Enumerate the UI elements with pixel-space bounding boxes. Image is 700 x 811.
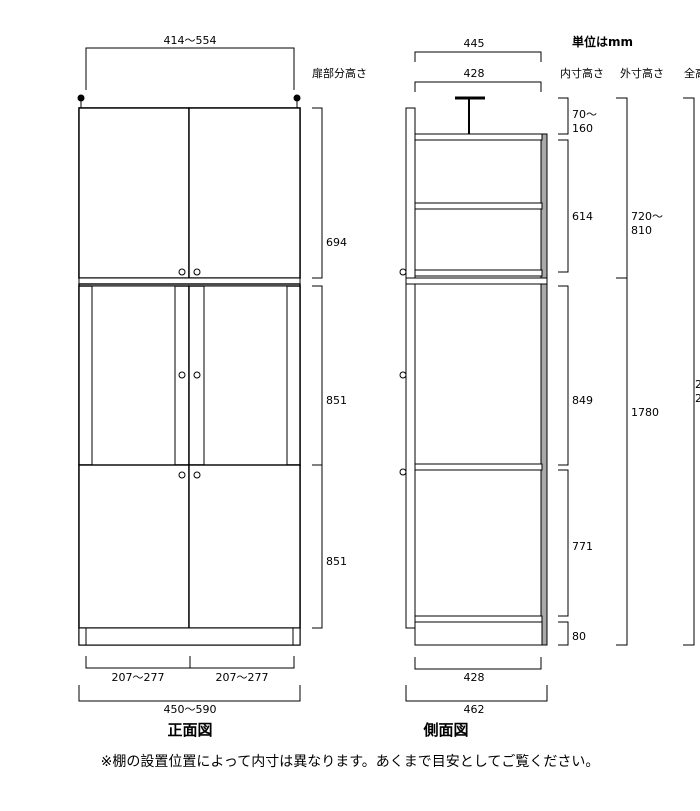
inner-depth-top: 428 (464, 67, 485, 80)
inner-depth-bottom: 428 (464, 671, 485, 684)
upper-door-right (188, 107, 301, 279)
door-width-dimension-line (85, 656, 295, 669)
front-view-caption: 正面図 (167, 721, 212, 739)
lower-shelf (414, 463, 543, 471)
bottom-knob-side (399, 468, 407, 476)
total-width-dimension-line (78, 685, 301, 702)
middle-top-board-side (405, 277, 548, 285)
outer-depth-bottom-dimension-line (405, 685, 548, 702)
bottom-knob-left (178, 471, 186, 479)
outer-depth-bottom: 462 (464, 703, 485, 716)
inner-height-bracket-3 (558, 285, 569, 466)
inner-height-2: 614 (572, 210, 593, 223)
total-height-line-1: 2 (695, 378, 700, 391)
upper-door-height-bracket (312, 107, 323, 279)
upper-knob-left (178, 268, 186, 276)
middle-door-height: 851 (326, 394, 347, 407)
outer-height-bracket-1 (616, 97, 628, 279)
inner-height-bracket-4 (558, 469, 569, 617)
upper-knob-right (193, 268, 201, 276)
inner-height-3: 849 (572, 394, 593, 407)
middle-knob-left (178, 371, 186, 379)
middle-door-right-panel (203, 285, 288, 466)
upper-shelf (414, 202, 543, 210)
upper-top-board (414, 133, 543, 141)
disclaimer-note: ※棚の設置位置によって内寸は異なります。あくまで目安としてご覧ください。 (101, 753, 600, 770)
upper-bottom-board (414, 269, 543, 277)
side-view-caption: 側面図 (422, 721, 468, 739)
door-height-header: 扉部分高さ (312, 66, 367, 80)
outer-height-1-line-2: 810 (631, 224, 652, 237)
outer-height-1: 720～ 810 (631, 210, 667, 237)
outer-depth-top: 445 (464, 37, 485, 50)
bottom-knob-right (193, 471, 201, 479)
upper-door-height: 694 (326, 236, 347, 249)
inner-depth-top-dimension-line (414, 81, 542, 92)
outer-height-2: 1780 (631, 406, 659, 419)
top-width-label: 414～554 (164, 34, 217, 47)
total-height: 2 2 (695, 378, 700, 405)
tension-pole-left (77, 94, 85, 108)
total-height-bracket (683, 97, 695, 646)
total-width-label: 450～590 (164, 703, 217, 716)
middle-door-left-panel (91, 285, 176, 466)
front-view: 414～554 (77, 34, 367, 739)
side-view: 単位はmm 445 428 内寸高さ 外寸高さ 全高 (399, 34, 700, 739)
outer-height-1-line-1: 720～ (631, 210, 663, 223)
inner-depth-bottom-dimension-line (414, 657, 542, 670)
total-height-line-2: 2 (695, 392, 700, 405)
outer-height-header: 外寸高さ (620, 66, 664, 80)
upper-door-left (78, 107, 190, 279)
inner-height-bracket-2 (558, 139, 569, 273)
outer-height-bracket-2 (616, 277, 628, 646)
plinth-inner (85, 627, 294, 646)
outer-depth-top-dimension-line (414, 51, 542, 62)
lower-bottom-board (414, 615, 543, 623)
inner-height-bracket-1 (558, 97, 569, 135)
middle-door-height-bracket (312, 285, 323, 466)
inner-height-1: 70～ 160 (572, 108, 601, 135)
total-height-header: 全高 (684, 66, 700, 80)
middle-top-panel (78, 277, 301, 285)
inner-height-5: 80 (572, 630, 586, 643)
bottom-door-height-bracket (312, 464, 323, 629)
bottom-door-height: 851 (326, 555, 347, 568)
middle-knob-right (193, 371, 201, 379)
upper-knob-side (399, 268, 407, 276)
door-width-right: 207～277 (216, 671, 269, 684)
tension-pole-right (293, 94, 301, 108)
inner-height-1-line-2: 160 (572, 122, 593, 135)
tension-pole-side (455, 96, 485, 134)
door-width-left: 207～277 (112, 671, 165, 684)
inner-height-1-line-1: 70～ (572, 108, 597, 121)
inner-height-header: 内寸高さ (560, 66, 604, 80)
inner-height-4: 771 (572, 540, 593, 553)
upper-door-side (405, 107, 416, 279)
inner-height-bracket-5 (558, 621, 569, 646)
unit-label: 単位はmm (572, 34, 633, 49)
top-width-dimension-line (85, 47, 295, 90)
side-plinth (414, 621, 543, 646)
lower-door-side (405, 283, 416, 629)
middle-knob-side (399, 371, 407, 379)
bottom-door-left (78, 464, 190, 629)
bottom-door-right (188, 464, 301, 629)
